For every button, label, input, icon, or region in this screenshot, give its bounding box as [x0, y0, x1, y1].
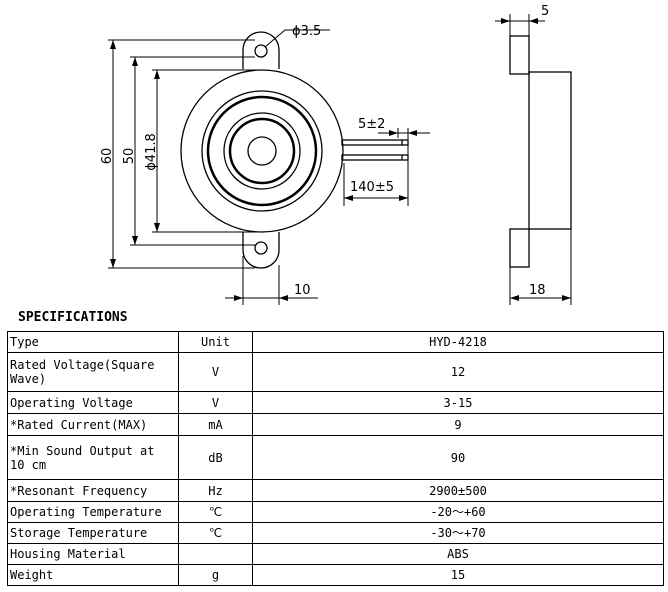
spec-value-cell: 3-15	[252, 391, 664, 414]
buzzer-body-ring	[228, 117, 296, 185]
table-row: *Rated Current(MAX) mA 9	[7, 413, 664, 436]
spec-name-cell: Storage Temperature	[7, 522, 179, 544]
lead-wire	[341, 154, 409, 161]
spec-name-cell: Operating Temperature	[7, 501, 179, 523]
spec-value-cell: 9	[252, 413, 664, 436]
table-header-row: Type Unit HYD-4218	[7, 331, 664, 353]
spec-name-cell: Rated Voltage(Square Wave)	[7, 352, 179, 392]
spec-unit-cell: Hz	[178, 479, 253, 502]
table-row: Housing Material ABS	[7, 543, 664, 565]
buzzer-body-ring	[206, 95, 318, 207]
spec-unit-cell: ℃	[178, 522, 253, 544]
buzzer-dimension-drawing: ϕ3.5 60 50 ϕ41.8 5±2 140±5 10 5 18	[100, 4, 572, 305]
buzzer-body-outer	[180, 69, 344, 233]
label-body-dia: ϕ41.8	[144, 133, 159, 171]
mounting-hole-top	[254, 44, 268, 58]
spec-unit-cell: dB	[178, 435, 253, 480]
spec-name-cell: Weight	[7, 564, 179, 586]
header-cell: Type	[7, 331, 179, 353]
table-row: Operating Voltage V 3-15	[7, 391, 664, 414]
spec-name-cell: *Rated Current(MAX)	[7, 413, 179, 436]
spec-name-cell: *Resonant Frequency	[7, 479, 179, 502]
label-flange-thickness: 5	[541, 4, 549, 19]
spec-unit-cell	[178, 543, 253, 565]
label-wire-length: 140±5	[350, 180, 394, 195]
spec-value-cell: -20～+60	[252, 501, 664, 523]
table-row: Storage Temperature ℃ -30～+70	[7, 522, 664, 544]
table-row: *Resonant Frequency Hz 2900±500	[7, 479, 664, 502]
spec-value-cell: -30～+70	[252, 522, 664, 544]
mounting-hole-bottom	[254, 241, 268, 255]
header-cell: Unit	[178, 331, 253, 353]
spec-unit-cell: mA	[178, 413, 253, 436]
table-row: Weight g 15	[7, 564, 664, 586]
header-cell: HYD-4218	[252, 331, 664, 353]
spec-unit-cell: V	[178, 391, 253, 414]
side-view-flange-top	[509, 35, 530, 75]
spec-name-cell: Housing Material	[7, 543, 179, 565]
table-row: Operating Temperature ℃ -20～+60	[7, 501, 664, 523]
label-mount-spacing: 50	[122, 148, 137, 165]
spec-unit-cell: ℃	[178, 501, 253, 523]
specifications-title: SPECIFICATIONS	[18, 310, 128, 325]
spec-value-cell: ABS	[252, 543, 664, 565]
spec-unit-cell: g	[178, 564, 253, 586]
spec-value-cell: 2900±500	[252, 479, 664, 502]
label-total-depth: 18	[529, 283, 546, 298]
lead-wire	[341, 139, 409, 146]
spec-value-cell: 12	[252, 352, 664, 392]
side-view-body	[528, 71, 572, 230]
label-wire-strip: 5±2	[358, 117, 385, 132]
label-tab-offset: 10	[294, 283, 311, 298]
spec-name-cell: Operating Voltage	[7, 391, 179, 414]
sound-port	[247, 136, 277, 166]
buzzer-body-ring	[201, 90, 323, 212]
specifications-table: Type Unit HYD-4218 Rated Voltage(Square …	[7, 331, 664, 586]
spec-unit-cell: V	[178, 352, 253, 392]
hole-leader	[264, 29, 330, 48]
spec-value-cell: 90	[252, 435, 664, 480]
side-view-flange-bottom	[509, 228, 530, 268]
table-row: *Min Sound Output at 10 cm dB 90	[7, 435, 664, 480]
buzzer-body-ring	[223, 112, 301, 190]
mounting-flange-outline	[242, 31, 280, 269]
spec-value-cell: 15	[252, 564, 664, 586]
spec-name-cell: *Min Sound Output at 10 cm	[7, 435, 179, 480]
label-hole-dia: ϕ3.5	[292, 24, 321, 39]
table-row: Rated Voltage(Square Wave) V 12	[7, 352, 664, 392]
label-overall-height: 60	[100, 148, 115, 165]
